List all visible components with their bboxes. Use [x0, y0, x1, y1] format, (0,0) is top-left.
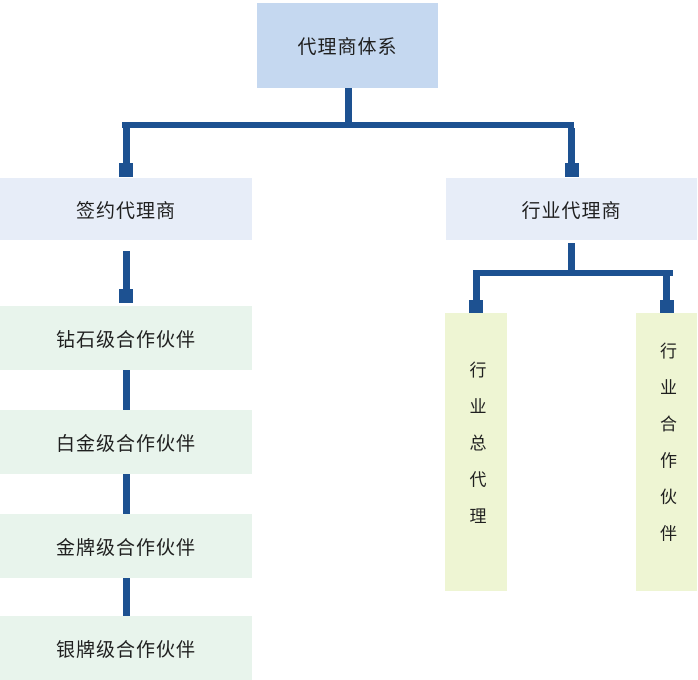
- node-industry-partner: 行业合作伙伴: [636, 313, 697, 591]
- connector-industry-agent-stem: [568, 243, 575, 270]
- connector-signed-agent-stem: [123, 251, 130, 290]
- node-gold-partner-label: 金牌级合作伙伴: [55, 537, 196, 559]
- node-platinum-partner: 白金级合作伙伴: [0, 410, 252, 474]
- connector-industry-partner-square: [660, 300, 674, 313]
- connector-level1-horizontal: [122, 122, 574, 128]
- node-diamond-partner-label: 钻石级合作伙伴: [55, 329, 196, 351]
- connector-industry-horizontal: [473, 270, 673, 276]
- connector-general-agent-drop: [473, 276, 480, 301]
- node-agent-system: 代理商体系: [257, 3, 438, 88]
- node-diamond-partner: 钻石级合作伙伴: [0, 306, 252, 370]
- connector-signed-agent-square: [119, 289, 133, 303]
- node-agent-system-label: 代理商体系: [297, 37, 398, 58]
- connector-root-stem: [345, 88, 352, 123]
- connector-right-node-square: [565, 163, 579, 177]
- node-industry-general-agent-label: 行业总代理: [466, 360, 486, 544]
- connector-platinum-gold: [123, 474, 130, 514]
- connector-general-agent-square: [469, 300, 483, 313]
- connector-diamond-platinum: [123, 370, 130, 410]
- node-signed-agent-label: 签约代理商: [75, 200, 176, 222]
- node-industry-agent-label: 行业代理商: [521, 200, 622, 222]
- node-industry-partner-label: 行业合作伙伴: [657, 342, 676, 562]
- connector-industry-partner-drop: [663, 276, 670, 301]
- connector-gold-silver: [123, 578, 130, 616]
- node-industry-agent: 行业代理商: [446, 178, 697, 240]
- node-signed-agent: 签约代理商: [0, 178, 252, 240]
- connector-left-node-square: [119, 163, 133, 177]
- node-silver-partner-label: 银牌级合作伙伴: [55, 639, 196, 661]
- node-industry-general-agent: 行业总代理: [445, 313, 507, 591]
- node-silver-partner: 银牌级合作伙伴: [0, 616, 252, 680]
- connector-left-drop: [123, 128, 130, 164]
- node-platinum-partner-label: 白金级合作伙伴: [55, 433, 196, 455]
- node-gold-partner: 金牌级合作伙伴: [0, 514, 252, 578]
- connector-right-drop: [568, 128, 575, 164]
